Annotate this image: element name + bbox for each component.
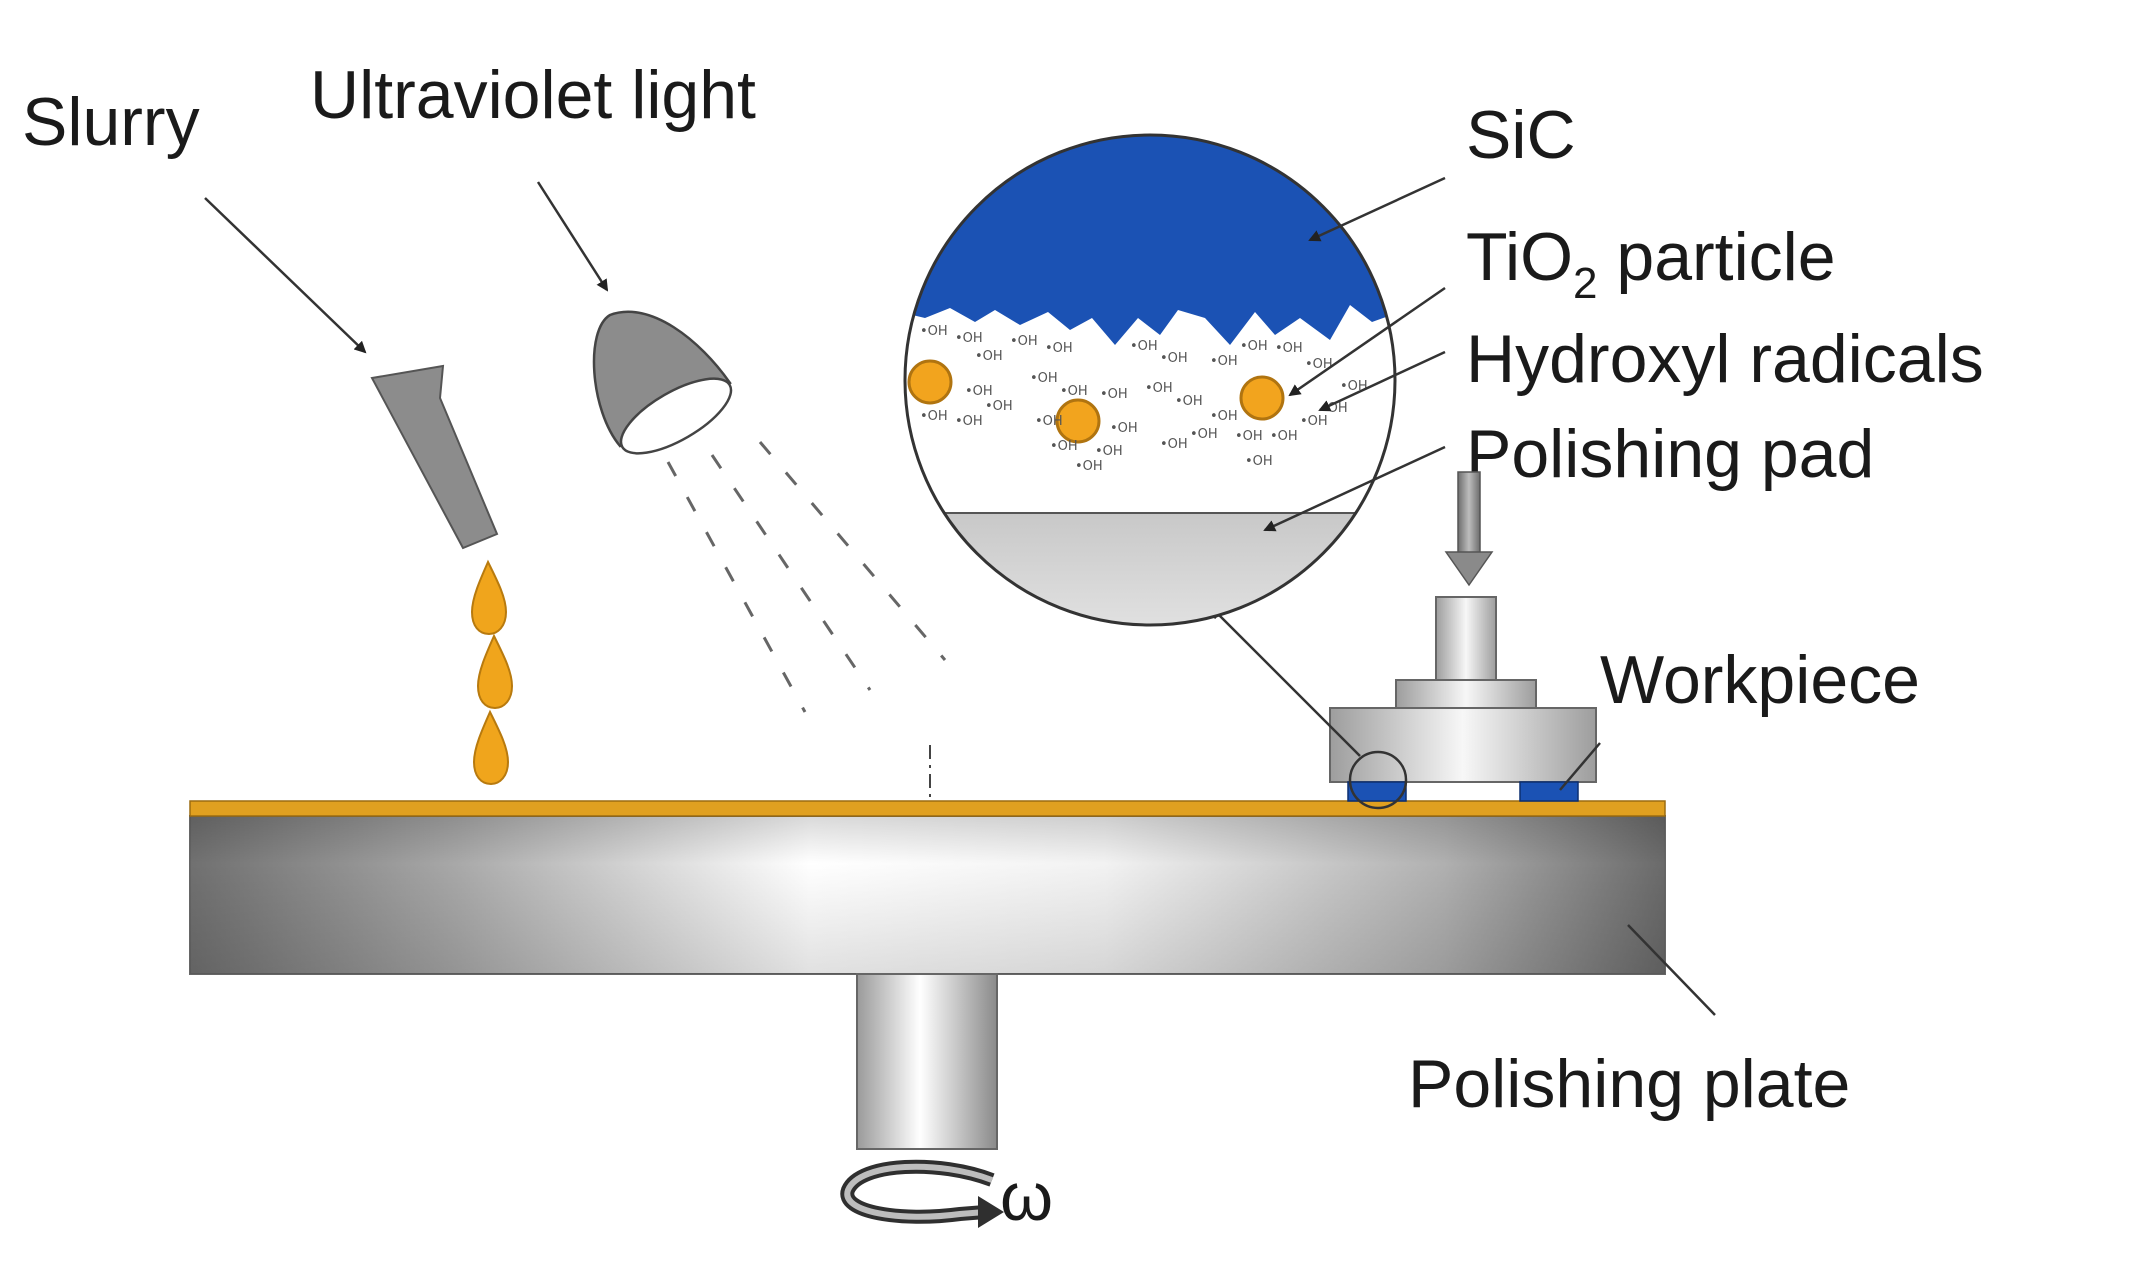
hydroxyl-radical: •OH	[1050, 439, 1078, 454]
hydroxyl-radical: •OH	[1340, 379, 1368, 394]
hydroxyl-radical: •OH	[1270, 429, 1298, 444]
hydroxyl-radicals-group: •OH•OH•OH•OH•OH•OH•OH•OH•OH•OH•OH•OH•OH•…	[920, 324, 1368, 474]
label-polishing-plate: Polishing plate	[1408, 1046, 1850, 1122]
hydroxyl-radical: •OH	[1060, 384, 1088, 399]
tio2-particles	[907, 359, 1285, 444]
hydroxyl-radical: •OH	[1030, 371, 1058, 386]
hydroxyl-radical: •OH	[1160, 351, 1188, 366]
hydroxyl-radical: •OH	[1145, 381, 1173, 396]
uv-rays	[666, 441, 947, 713]
label-polishing-pad: Polishing pad	[1466, 416, 1874, 492]
hydroxyl-radical: •OH	[965, 384, 993, 399]
label-tio2-particle: TiO2 particle	[1466, 219, 1836, 308]
hydroxyl-radical: •OH	[1275, 341, 1303, 356]
uv-leader-arrow	[536, 181, 609, 292]
hydroxyl-radical: •OH	[1100, 387, 1128, 402]
slurry-drop	[476, 633, 514, 710]
label-tio2-rest: particle	[1598, 219, 1836, 295]
workpiece-holder	[1329, 596, 1597, 783]
sic-leader-arrow	[1308, 176, 1446, 242]
slurry-drop	[472, 709, 510, 786]
down-force-arrow	[1444, 471, 1494, 587]
slurry-nozzle	[370, 364, 499, 550]
detail-leader-arrow	[1210, 606, 1361, 757]
tio2-particle	[1239, 375, 1285, 421]
slurry-drops	[470, 559, 514, 786]
workpiece-leader-line	[1559, 742, 1601, 791]
hydroxyl-radical: •OH	[1305, 357, 1333, 372]
plate-leader-line	[1627, 924, 1716, 1016]
workpiece-right	[1519, 781, 1579, 802]
hydroxyl-radical: •OH	[1010, 334, 1038, 349]
slurry-drop	[470, 559, 508, 636]
hydroxyl-radical: •OH	[1130, 339, 1158, 354]
label-hydroxyl-radicals: Hydroxyl radicals	[1466, 321, 1984, 397]
pad-in-circle	[905, 513, 1395, 625]
polishing-pad-layer	[189, 800, 1666, 817]
workpiece-left	[1347, 781, 1407, 802]
hydroxyl-radical: •OH	[975, 349, 1003, 364]
pad-leader-arrow	[1263, 445, 1446, 532]
spindle-shaft	[856, 973, 998, 1150]
label-tio2-main: TiO	[1466, 219, 1573, 295]
hydroxyl-radical: •OH	[1045, 341, 1073, 356]
label-workpiece: Workpiece	[1600, 642, 1920, 718]
tio2-leader-arrow	[1288, 286, 1446, 397]
hydroxyl-radical: •OH	[1210, 354, 1238, 369]
label-sic: SiC	[1466, 97, 1576, 173]
label-slurry: Slurry	[22, 84, 200, 160]
hydroxyl-radical: •OH	[920, 409, 948, 424]
hydroxyl-radical: •OH	[1190, 427, 1218, 442]
hydroxyl-radical: •OH	[1175, 394, 1203, 409]
hydroxyl-radical: •OH	[1095, 444, 1123, 459]
uv-lamp	[592, 310, 733, 455]
hydroxyl-radical: •OH	[1075, 459, 1103, 474]
hydroxyl-radical: •OH	[1160, 437, 1188, 452]
hydroxyl-radical: •OH	[1235, 429, 1263, 444]
hydroxyl-radical: •OH	[920, 324, 948, 339]
hydroxyl-radical: •OH	[1240, 339, 1268, 354]
hydroxyl-radical: •OH	[1110, 421, 1138, 436]
magnified-circle-outline	[903, 133, 1397, 627]
polishing-plate	[189, 815, 1666, 975]
hydroxyl-radical: •OH	[1035, 414, 1063, 429]
tio2-particle	[1055, 398, 1101, 444]
magnified-view: •OH•OH•OH•OH•OH•OH•OH•OH•OH•OH•OH•OH•OH•…	[903, 133, 1397, 627]
label-tio2-sub: 2	[1573, 259, 1597, 308]
detail-highlight-circle	[1348, 750, 1408, 810]
hydroxyl-radical: •OH	[955, 331, 983, 346]
label-omega: ω	[1000, 1159, 1053, 1235]
tio2-particle	[907, 359, 953, 405]
hydroxyl-radical: •OH	[985, 399, 1013, 414]
hydroxyl-radical: •OH	[955, 414, 983, 429]
hydroxyl-leader-arrow	[1318, 350, 1446, 412]
rotation-arrow-icon	[840, 1159, 1004, 1228]
hydroxyl-radical: •OH	[1210, 409, 1238, 424]
label-ultraviolet-light: Ultraviolet light	[310, 57, 756, 133]
sic-surface	[905, 135, 1395, 345]
hydroxyl-radical: •OH	[1245, 454, 1273, 469]
hydroxyl-radical: •OH	[1300, 414, 1328, 429]
slurry-leader-arrow	[204, 197, 367, 354]
